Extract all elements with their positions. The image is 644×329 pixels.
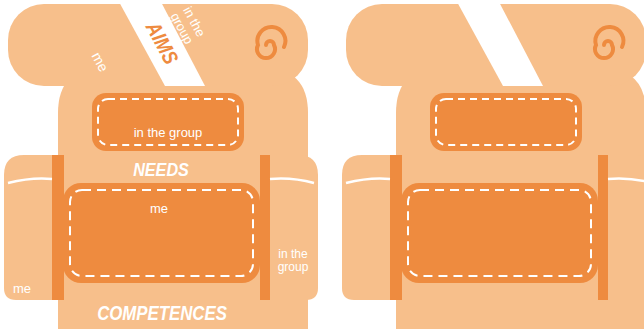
pocket-label: me xyxy=(13,282,31,296)
side-pocket-shape xyxy=(260,155,318,300)
side-pocket-shape xyxy=(4,155,64,300)
pocket-label: me xyxy=(150,202,168,216)
top-pocket-shape xyxy=(92,93,244,151)
pocket-label: in the group xyxy=(271,248,315,273)
bedroll: mein the groupAIMS xyxy=(8,4,308,86)
top-pocket: in the group xyxy=(92,93,244,151)
front-pocket: me xyxy=(63,183,260,283)
front-pocket-shape xyxy=(63,183,260,283)
side-pocket: in the group xyxy=(260,155,318,300)
pocket-label: NEEDS xyxy=(133,160,189,180)
blank-backpack xyxy=(342,0,644,329)
pocket-label: COMPETENCES xyxy=(97,302,227,324)
side-pocket: me xyxy=(4,155,64,300)
pocket-label: in the group xyxy=(134,126,203,140)
